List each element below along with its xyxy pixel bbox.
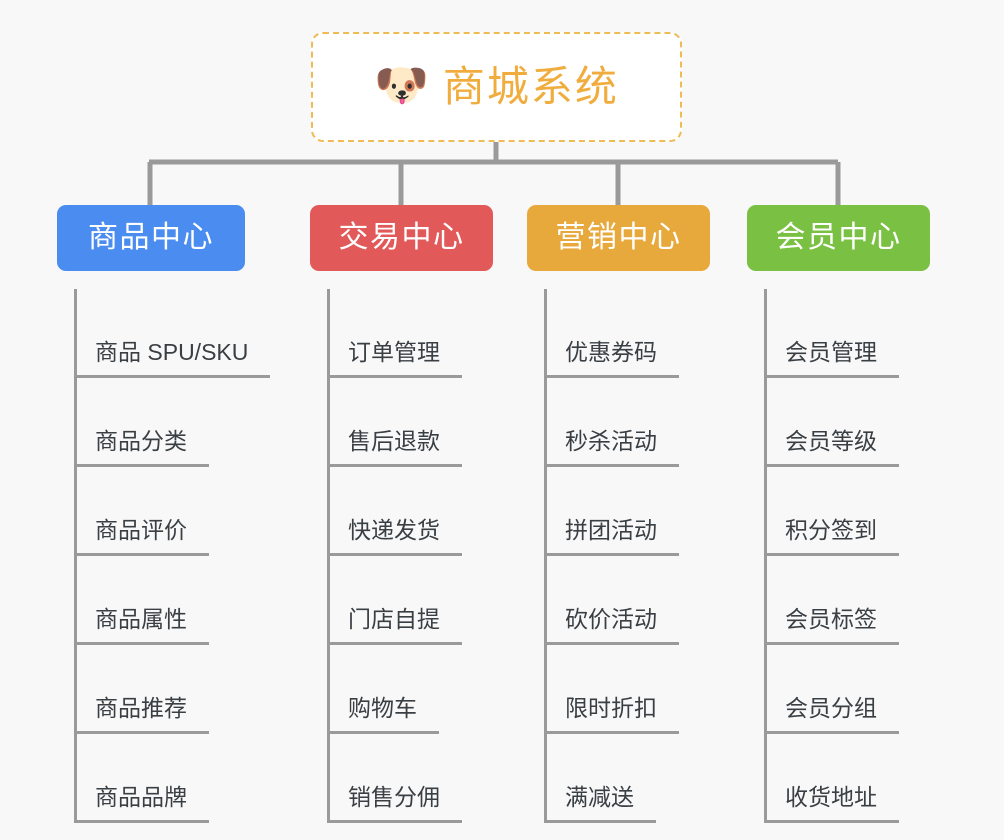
list-item[interactable]: 商品属性 [74, 556, 245, 645]
list-item[interactable]: 商品品牌 [74, 734, 245, 823]
list-item[interactable]: 会员标签 [764, 556, 930, 645]
leaf-label: 收货地址 [764, 786, 899, 823]
branch-item-list-member: 会员管理 会员等级 积分签到 会员标签 会员分组 收货地址 [747, 289, 930, 823]
branch-header-label: 营销中心 [555, 221, 682, 254]
leaf-label: 购物车 [327, 697, 439, 734]
list-item[interactable]: 商品分类 [74, 378, 245, 467]
leaf-label: 会员标签 [764, 608, 899, 645]
leaf-label: 会员等级 [764, 430, 899, 467]
list-item[interactable]: 购物车 [327, 645, 493, 734]
branch-header-trade[interactable]: 交易中心 [310, 205, 493, 271]
list-item[interactable]: 会员管理 [764, 289, 930, 378]
list-item[interactable]: 商品评价 [74, 467, 245, 556]
list-item[interactable]: 优惠券码 [544, 289, 710, 378]
leaf-label: 积分签到 [764, 519, 899, 556]
leaf-label: 拼团活动 [544, 519, 679, 556]
leaf-label: 门店自提 [327, 608, 462, 645]
root-node[interactable]: 🐶 商城系统 [311, 32, 682, 142]
leaf-label: 商品推荐 [74, 697, 209, 734]
leaf-label: 订单管理 [327, 341, 462, 378]
list-item[interactable]: 秒杀活动 [544, 378, 710, 467]
branch-column-product: 商品中心 商品 SPU/SKU 商品分类 商品评价 商品属性 商品推荐 商品品牌 [57, 205, 271, 823]
shiba-dog-face-icon: 🐶 [374, 61, 429, 110]
list-item[interactable]: 快递发货 [327, 467, 493, 556]
branch-header-label: 会员中心 [775, 221, 902, 254]
leaf-label: 商品分类 [74, 430, 209, 467]
list-item[interactable]: 商品 SPU/SKU [74, 289, 271, 378]
leaf-label: 商品 SPU/SKU [74, 341, 271, 378]
leaf-label: 商品属性 [74, 608, 209, 645]
leaf-label: 商品评价 [74, 519, 209, 556]
list-item[interactable]: 砍价活动 [544, 556, 710, 645]
list-item[interactable]: 销售分佣 [327, 734, 493, 823]
branch-item-list-trade: 订单管理 售后退款 快递发货 门店自提 购物车 销售分佣 [310, 289, 493, 823]
branch-header-product[interactable]: 商品中心 [57, 205, 245, 271]
list-item[interactable]: 限时折扣 [544, 645, 710, 734]
branch-header-member[interactable]: 会员中心 [747, 205, 930, 271]
list-item[interactable]: 门店自提 [327, 556, 493, 645]
branch-item-list-marketing: 优惠券码 秒杀活动 拼团活动 砍价活动 限时折扣 满减送 [527, 289, 710, 823]
branch-header-marketing[interactable]: 营销中心 [527, 205, 710, 271]
list-item[interactable]: 商品推荐 [74, 645, 245, 734]
branch-item-list-product: 商品 SPU/SKU 商品分类 商品评价 商品属性 商品推荐 商品品牌 [57, 289, 271, 823]
list-item[interactable]: 订单管理 [327, 289, 493, 378]
list-item[interactable]: 积分签到 [764, 467, 930, 556]
list-item[interactable]: 会员等级 [764, 378, 930, 467]
leaf-label: 会员分组 [764, 697, 899, 734]
list-item[interactable]: 会员分组 [764, 645, 930, 734]
leaf-label: 快递发货 [327, 519, 462, 556]
list-item[interactable]: 满减送 [544, 734, 710, 823]
leaf-label: 砍价活动 [544, 608, 679, 645]
leaf-label: 售后退款 [327, 430, 462, 467]
branch-column-marketing: 营销中心 优惠券码 秒杀活动 拼团活动 砍价活动 限时折扣 满减送 [527, 205, 710, 823]
leaf-label: 销售分佣 [327, 786, 462, 823]
root-title: 商城系统 [442, 63, 619, 110]
branch-header-label: 商品中心 [88, 221, 214, 254]
leaf-label: 会员管理 [764, 341, 899, 378]
list-item[interactable]: 售后退款 [327, 378, 493, 467]
list-item[interactable]: 拼团活动 [544, 467, 710, 556]
branch-header-label: 交易中心 [338, 221, 465, 254]
branch-column-member: 会员中心 会员管理 会员等级 积分签到 会员标签 会员分组 收货地址 [747, 205, 930, 823]
leaf-label: 限时折扣 [544, 697, 679, 734]
branch-column-trade: 交易中心 订单管理 售后退款 快递发货 门店自提 购物车 销售分佣 [310, 205, 493, 823]
list-item[interactable]: 收货地址 [764, 734, 930, 823]
leaf-label: 秒杀活动 [544, 430, 679, 467]
leaf-label: 满减送 [544, 786, 656, 823]
leaf-label: 商品品牌 [74, 786, 209, 823]
leaf-label: 优惠券码 [544, 341, 679, 378]
